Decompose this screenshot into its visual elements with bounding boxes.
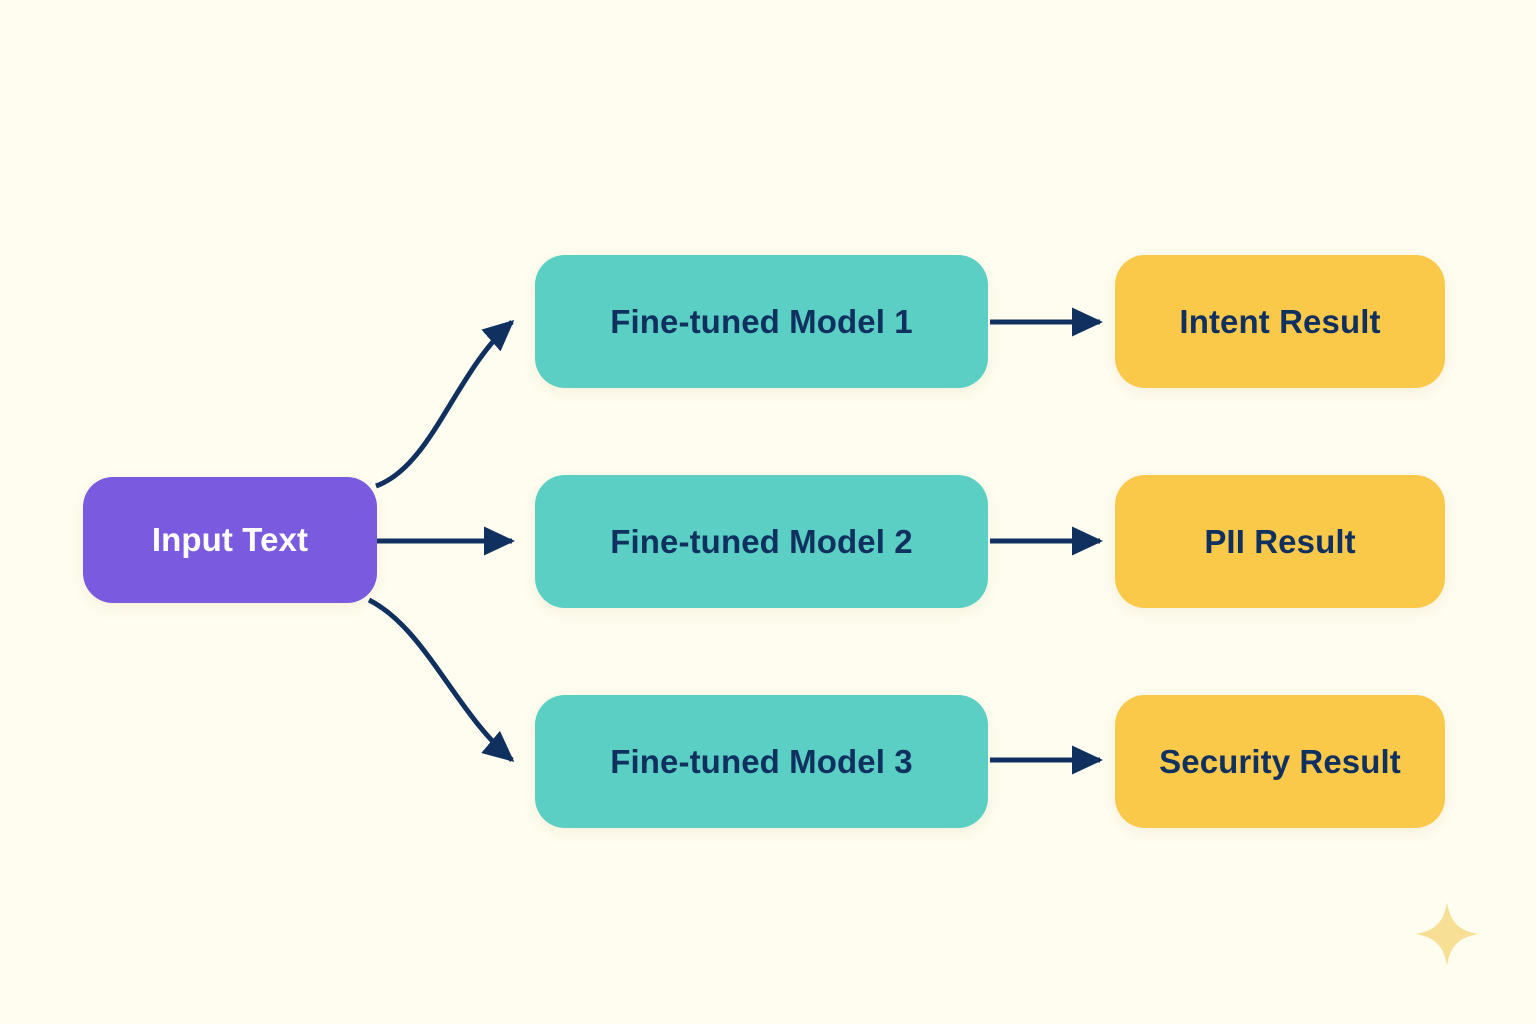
node-model-1-label: Fine-tuned Model 1 bbox=[610, 302, 913, 340]
edge-input-model-3 bbox=[367, 597, 515, 762]
node-model-2-label: Fine-tuned Model 2 bbox=[610, 522, 913, 560]
node-input-text[interactable]: Input Text bbox=[83, 477, 377, 603]
node-result-pii[interactable]: PII Result bbox=[1115, 475, 1445, 608]
node-result-security-label: Security Result bbox=[1159, 742, 1401, 780]
node-input-text-label: Input Text bbox=[151, 521, 309, 558]
node-result-pii-label: PII Result bbox=[1204, 522, 1356, 560]
node-model-2[interactable]: Fine-tuned Model 2 bbox=[535, 475, 988, 608]
node-model-3-label: Fine-tuned Model 3 bbox=[610, 742, 913, 780]
node-result-intent-label: Intent Result bbox=[1179, 302, 1381, 340]
edge-input-model-1 bbox=[375, 320, 515, 489]
sparkle-icon bbox=[1415, 902, 1479, 966]
node-result-security[interactable]: Security Result bbox=[1115, 695, 1445, 828]
node-model-3[interactable]: Fine-tuned Model 3 bbox=[535, 695, 988, 828]
node-result-intent[interactable]: Intent Result bbox=[1115, 255, 1445, 388]
node-model-1[interactable]: Fine-tuned Model 1 bbox=[535, 255, 988, 388]
sparkle-shape bbox=[1415, 902, 1479, 966]
